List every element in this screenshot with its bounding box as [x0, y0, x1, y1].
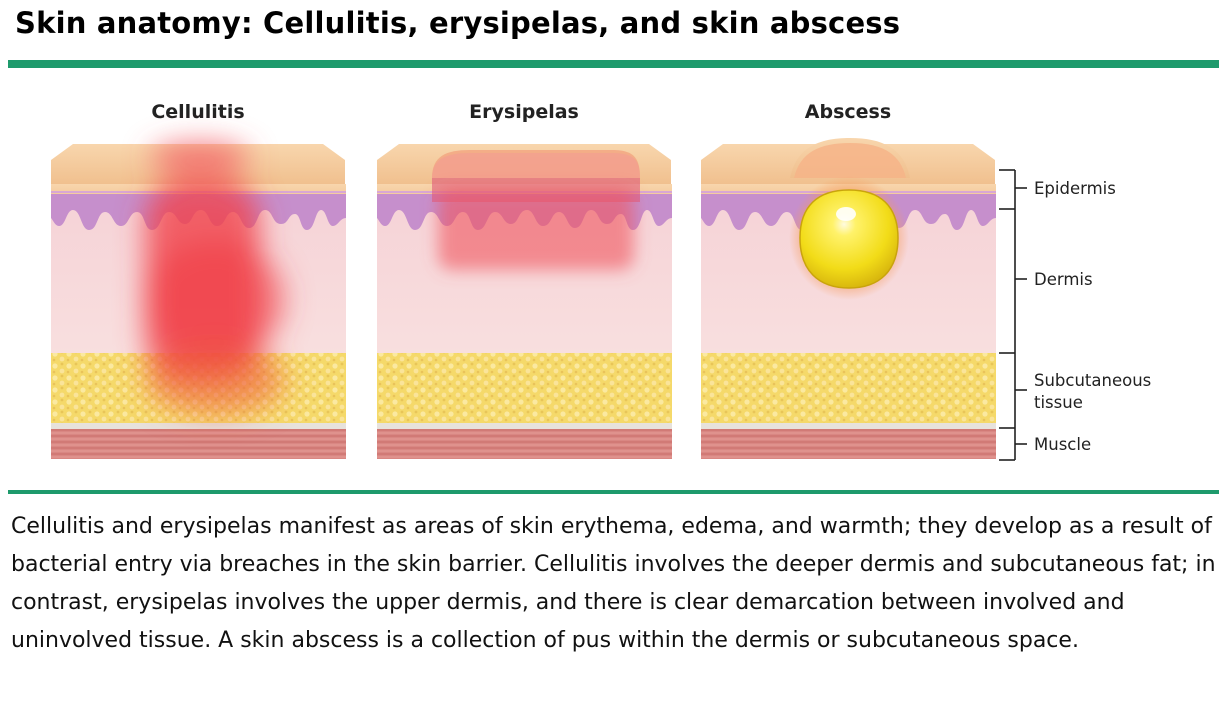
cellulitis-inflammation: [145, 142, 285, 416]
label-subcutaneous-tissue: tissue: [1034, 393, 1083, 412]
layer-bracket: [999, 169, 1027, 461]
label-dermis: Dermis: [1034, 270, 1093, 289]
skin-anatomy-diagram: Cellulitis Erysipelas Abscess: [50, 101, 1151, 461]
abscess-pus-collection: [799, 189, 899, 289]
panel-label-erysipelas: Erysipelas: [469, 101, 579, 123]
label-epidermis: Epidermis: [1034, 179, 1116, 198]
erysipelas-panel: [376, 144, 673, 460]
cellulitis-panel: [50, 142, 347, 460]
page-title: Skin anatomy: Cellulitis, erysipelas, an…: [15, 6, 901, 40]
panel-label-cellulitis: Cellulitis: [151, 101, 244, 123]
panel-label-abscess: Abscess: [805, 101, 891, 123]
top-divider: [8, 60, 1219, 68]
label-muscle: Muscle: [1034, 435, 1091, 454]
abscess-panel: [700, 138, 997, 460]
erysipelas-inflammation: [438, 190, 634, 270]
label-subcutaneous: Subcutaneous: [1034, 371, 1151, 390]
bottom-divider: [8, 490, 1219, 494]
caption-text: Cellulitis and erysipelas manifest as ar…: [11, 514, 1216, 653]
